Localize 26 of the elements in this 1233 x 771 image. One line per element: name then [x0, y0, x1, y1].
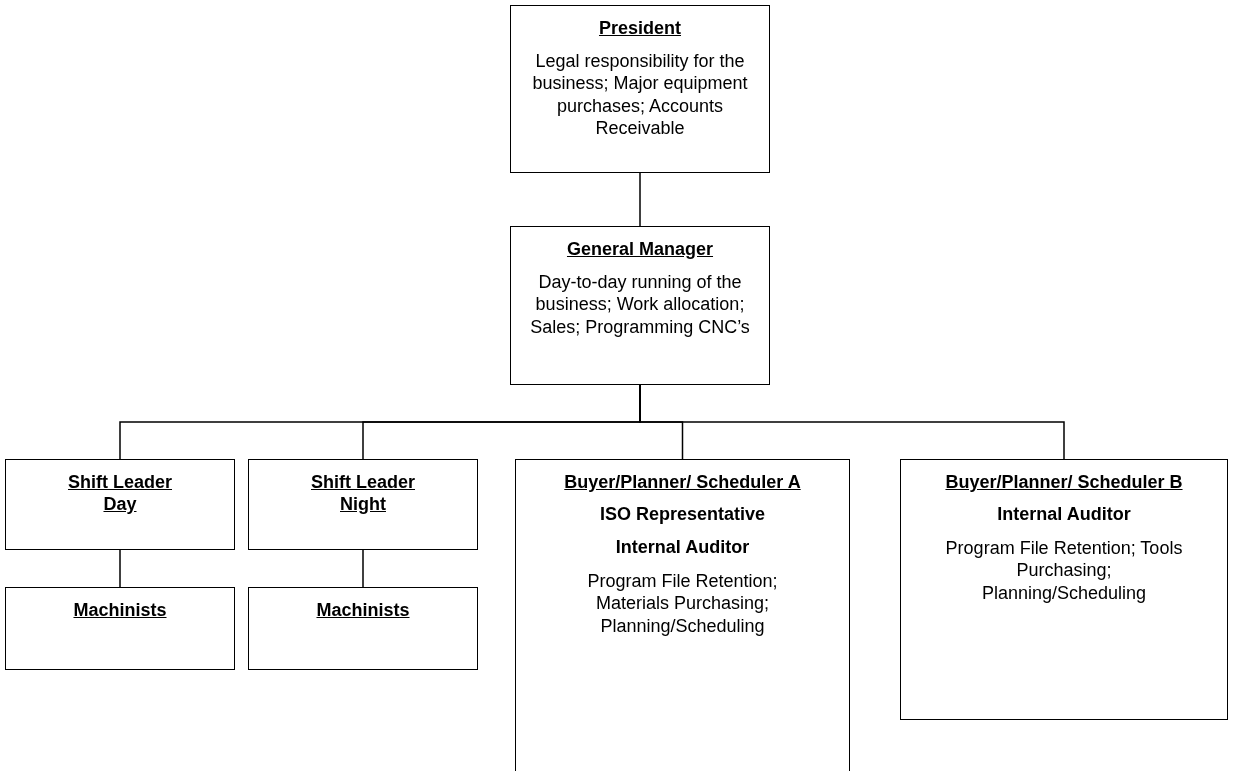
role-title: President [599, 18, 681, 40]
role-box [5, 459, 235, 550]
role-box [510, 226, 770, 385]
connector-line [639, 172, 641, 227]
responsibilities-text: Program File Retention; Tools Purchasing; Planning/Scheduling [944, 536, 1184, 605]
role-title: Buyer/Planner/ Scheduler B [945, 472, 1183, 494]
connector-line [119, 549, 121, 588]
role-box [510, 5, 770, 173]
role-title: Shift Leader Day [67, 472, 173, 516]
role-box [248, 587, 478, 670]
role-subtitle: Internal Auditor [615, 536, 750, 558]
responsibilities-text: Day-to-day running of the business; Work allocation; Sales; Programming CNC’s [529, 270, 751, 339]
role-title: Machinists [316, 600, 410, 622]
role-title: General Manager [566, 239, 714, 261]
responsibilities-text: Legal responsibility for the business; Major equipment purchases; Accounts Receivable [531, 49, 749, 140]
role-subtitle: ISO Representative [599, 503, 766, 525]
role-box [5, 587, 235, 670]
role-title: Shift Leader Night [310, 472, 416, 516]
role-title: Machinists [73, 600, 167, 622]
connector-line [362, 549, 364, 588]
role-subtitle: Internal Auditor [997, 503, 1131, 525]
role-box [248, 459, 478, 550]
responsibilities-text: Program File Retention; Materials Purchasing; Planning/Scheduling [586, 569, 779, 638]
role-box [900, 459, 1228, 720]
role-title: Buyer/Planner/ Scheduler A [564, 472, 801, 494]
role-box [515, 459, 850, 771]
